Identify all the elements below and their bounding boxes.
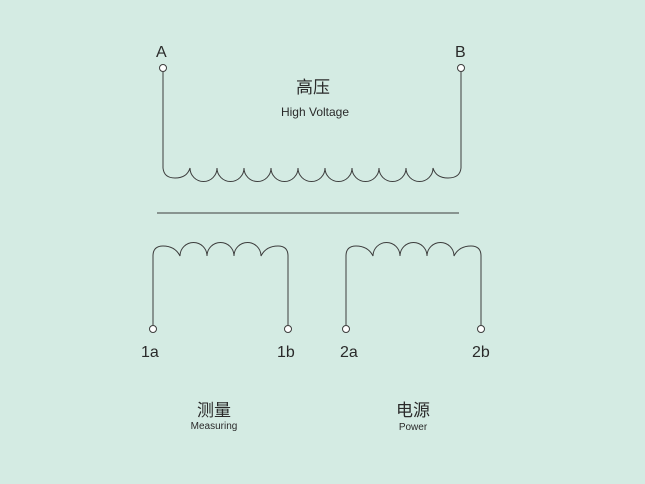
terminal-a-label: A xyxy=(156,44,167,61)
terminal-b xyxy=(457,64,465,72)
terminal-1a-label: 1a xyxy=(141,344,159,361)
measuring-coil xyxy=(152,242,289,325)
terminal-1b-label: 1b xyxy=(277,344,295,361)
high-voltage-coil xyxy=(162,72,462,182)
terminal-2a xyxy=(342,325,350,333)
power-title-en: Power xyxy=(398,422,428,433)
high-voltage-winding xyxy=(159,64,465,182)
high-voltage-title-en: High Voltage xyxy=(280,105,350,119)
terminal-1b xyxy=(284,325,292,333)
terminal-b-label: B xyxy=(455,44,466,61)
measuring-winding xyxy=(149,242,292,333)
terminal-a xyxy=(159,64,167,72)
terminal-2a-label: 2a xyxy=(340,344,358,361)
power-winding xyxy=(342,242,485,333)
terminal-1a xyxy=(149,325,157,333)
power-title-cn: 电源 xyxy=(396,401,430,421)
measuring-title-cn: 测量 xyxy=(197,401,231,421)
measuring-title-en: Measuring xyxy=(190,421,238,432)
power-coil xyxy=(345,242,482,325)
terminal-2b-label: 2b xyxy=(472,344,490,361)
high-voltage-title-cn: 高压 xyxy=(296,78,330,98)
terminal-2b xyxy=(477,325,485,333)
